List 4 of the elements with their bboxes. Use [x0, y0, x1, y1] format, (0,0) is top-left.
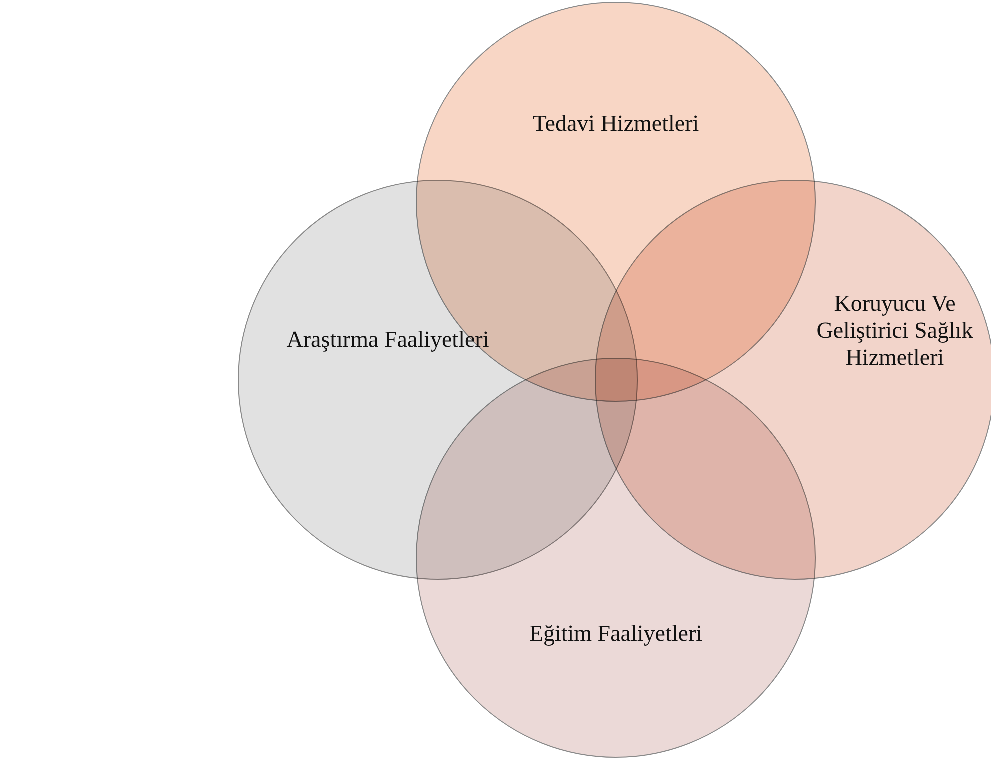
- circle-label: Koruyucu Ve Geliştirici Sağlık Hizmetleri: [816, 290, 974, 371]
- circle-label: Eğitim Faaliyetleri: [528, 620, 704, 647]
- circle-label: Tedavi Hizmetleri: [532, 110, 700, 137]
- circle-label: Araştırma Faaliyetleri: [286, 326, 490, 353]
